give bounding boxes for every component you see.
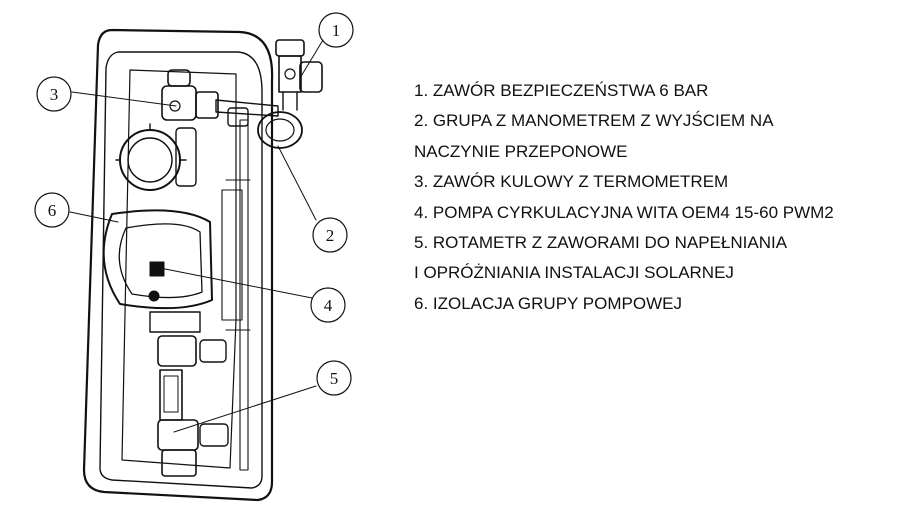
insulation-inner-rim — [99, 51, 263, 489]
ball-valve-thermometer — [161, 69, 219, 121]
insulation-cavity — [121, 69, 237, 469]
callout-circle-1 — [318, 12, 354, 48]
legend-line-3: NACZYNIE PRZEPONOWE — [414, 141, 628, 161]
manometer-group — [215, 99, 303, 149]
callout-number-1: 1 — [332, 21, 341, 40]
legend: 1. ZAWÓR BEZPIECZEŃSTWA 6 BAR 2. GRUPA Z… — [414, 76, 894, 319]
circulation-pump — [102, 209, 213, 333]
callout-circle-2 — [312, 217, 348, 253]
callout-number-5: 5 — [330, 369, 339, 388]
callout-number-6: 6 — [48, 201, 57, 220]
legend-line-2: 2. GRUPA Z MANOMETREM Z WYJŚCIEM NA — [414, 111, 774, 131]
callout-number-2: 2 — [326, 226, 335, 245]
rotameter — [157, 369, 229, 477]
legend-line-4: 3. ZAWÓR KULOWY Z TERMOMETREM — [414, 172, 729, 192]
callout-circle-5 — [316, 360, 352, 396]
callout-number-4: 4 — [324, 296, 333, 315]
legend-line-1: 1. ZAWÓR BEZPIECZEŃSTWA 6 BAR — [414, 81, 709, 100]
callout-circle-4 — [310, 287, 346, 323]
legend-line-6: 5. ROTAMETR Z ZAWORAMI DO NAPEŁNIANIA — [414, 232, 788, 252]
callout-circle-6 — [34, 192, 70, 228]
legend-line-7: I OPRÓŻNIANIA INSTALACJI SOLARNEJ — [414, 263, 734, 283]
thermometer-dial — [115, 123, 197, 191]
callout-number-3: 3 — [50, 85, 59, 104]
pump-group-diagram: 1 2 3 4 5 6 — [34, 12, 354, 502]
insulation-housing — [82, 28, 274, 502]
legend-line-5: 4. POMPA CYRKULACYJNA WITA OEM4 15-60 PW… — [414, 202, 834, 222]
callout-circle-3 — [36, 76, 72, 112]
legend-line-8: 6. IZOLACJA GRUPY POMPOWEJ — [414, 293, 682, 313]
safety-valve — [275, 39, 323, 111]
